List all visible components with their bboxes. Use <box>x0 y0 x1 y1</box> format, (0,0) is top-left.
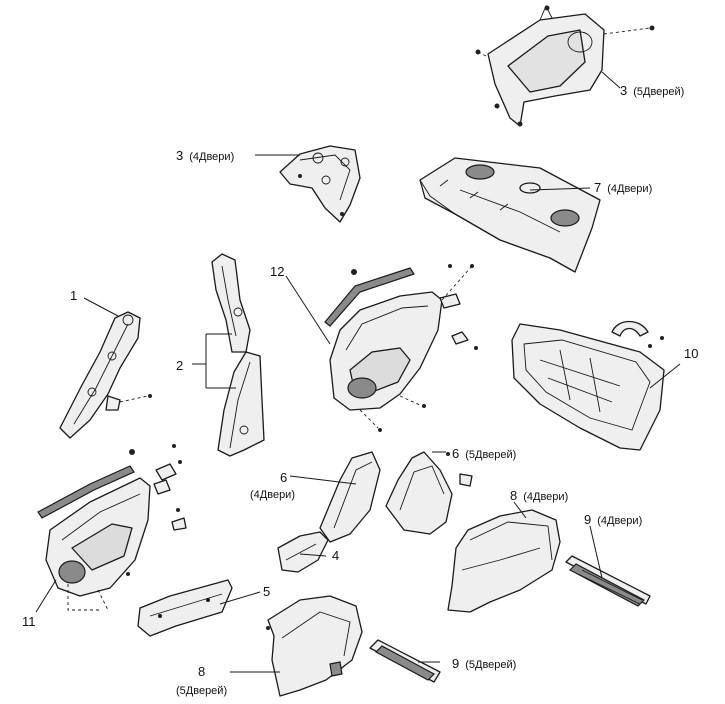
leader-c5 <box>299 553 327 557</box>
callout-9-five-door: 9(5Дверей) <box>452 656 516 671</box>
part-7-rear-parcel-shelf <box>419 157 601 273</box>
callout-7-four-door: 7(4Двери) <box>594 180 652 195</box>
leader-c6a <box>289 475 357 485</box>
callout-11: 11 <box>22 614 36 629</box>
leader-c4 <box>219 591 261 605</box>
leader-c12 <box>285 275 331 345</box>
callout-6-five-door: 6(5Дверей) <box>452 446 516 461</box>
callout-8-five-door-number: 8 <box>198 664 205 679</box>
callout-1: 1 <box>70 288 77 303</box>
leader-c7 <box>529 187 591 191</box>
part-12-rear-door-trim <box>324 264 478 432</box>
callout-labels: 3(5Дверей) 3(4Двери) 7(4Двери) 12 1 2 10… <box>22 83 698 697</box>
callout-5: 4 <box>332 548 339 563</box>
callout-9-four-door: 9(4Двери) <box>584 512 642 527</box>
callout-4: 5 <box>263 584 270 599</box>
callout-6-four-door-number: 6 <box>280 470 287 485</box>
leader-c3a <box>601 71 621 89</box>
callout-10: 10 <box>684 346 698 361</box>
callout-3-four-door: 3(4Двери) <box>176 148 234 163</box>
leader-c1 <box>83 297 119 317</box>
callout-2: 2 <box>176 358 183 373</box>
part-5-rear-scuff-plate <box>277 531 329 573</box>
callout-8-four-door: 8(4Двери) <box>510 488 568 503</box>
leader-c9a <box>589 525 603 579</box>
part-10-tailgate-trim <box>511 320 665 451</box>
callout-12: 12 <box>270 264 284 279</box>
leader-c10 <box>649 363 681 389</box>
part-6-four-door-lower-quarter <box>319 451 381 543</box>
part-1-a-pillar-trim <box>59 311 152 439</box>
part-6-five-door-lower-quarter <box>385 451 473 535</box>
part-8-five-door-luggage-trim <box>266 595 363 697</box>
part-4-front-scuff-plate <box>137 579 233 637</box>
part-3-five-door-quarter-trim <box>475 4 655 127</box>
part-8-four-door-wheelhouse <box>447 509 561 613</box>
leader-c8a <box>513 501 527 519</box>
part-9-five-door-sill-plate <box>369 639 441 683</box>
part-2-b-pillar-trim <box>211 253 265 457</box>
callout-3-five-door: 3(5Дверей) <box>620 83 684 98</box>
part-11-front-door-trim <box>37 444 187 611</box>
callout-8-five-door-note: (5Дверей) <box>176 685 227 697</box>
leader-c11 <box>35 579 57 613</box>
part-9-four-door-sill-plate <box>565 555 651 607</box>
part-3-four-door-quarter-trim <box>279 145 361 223</box>
callout-6-four-door-note: (4Двери) <box>250 489 295 501</box>
